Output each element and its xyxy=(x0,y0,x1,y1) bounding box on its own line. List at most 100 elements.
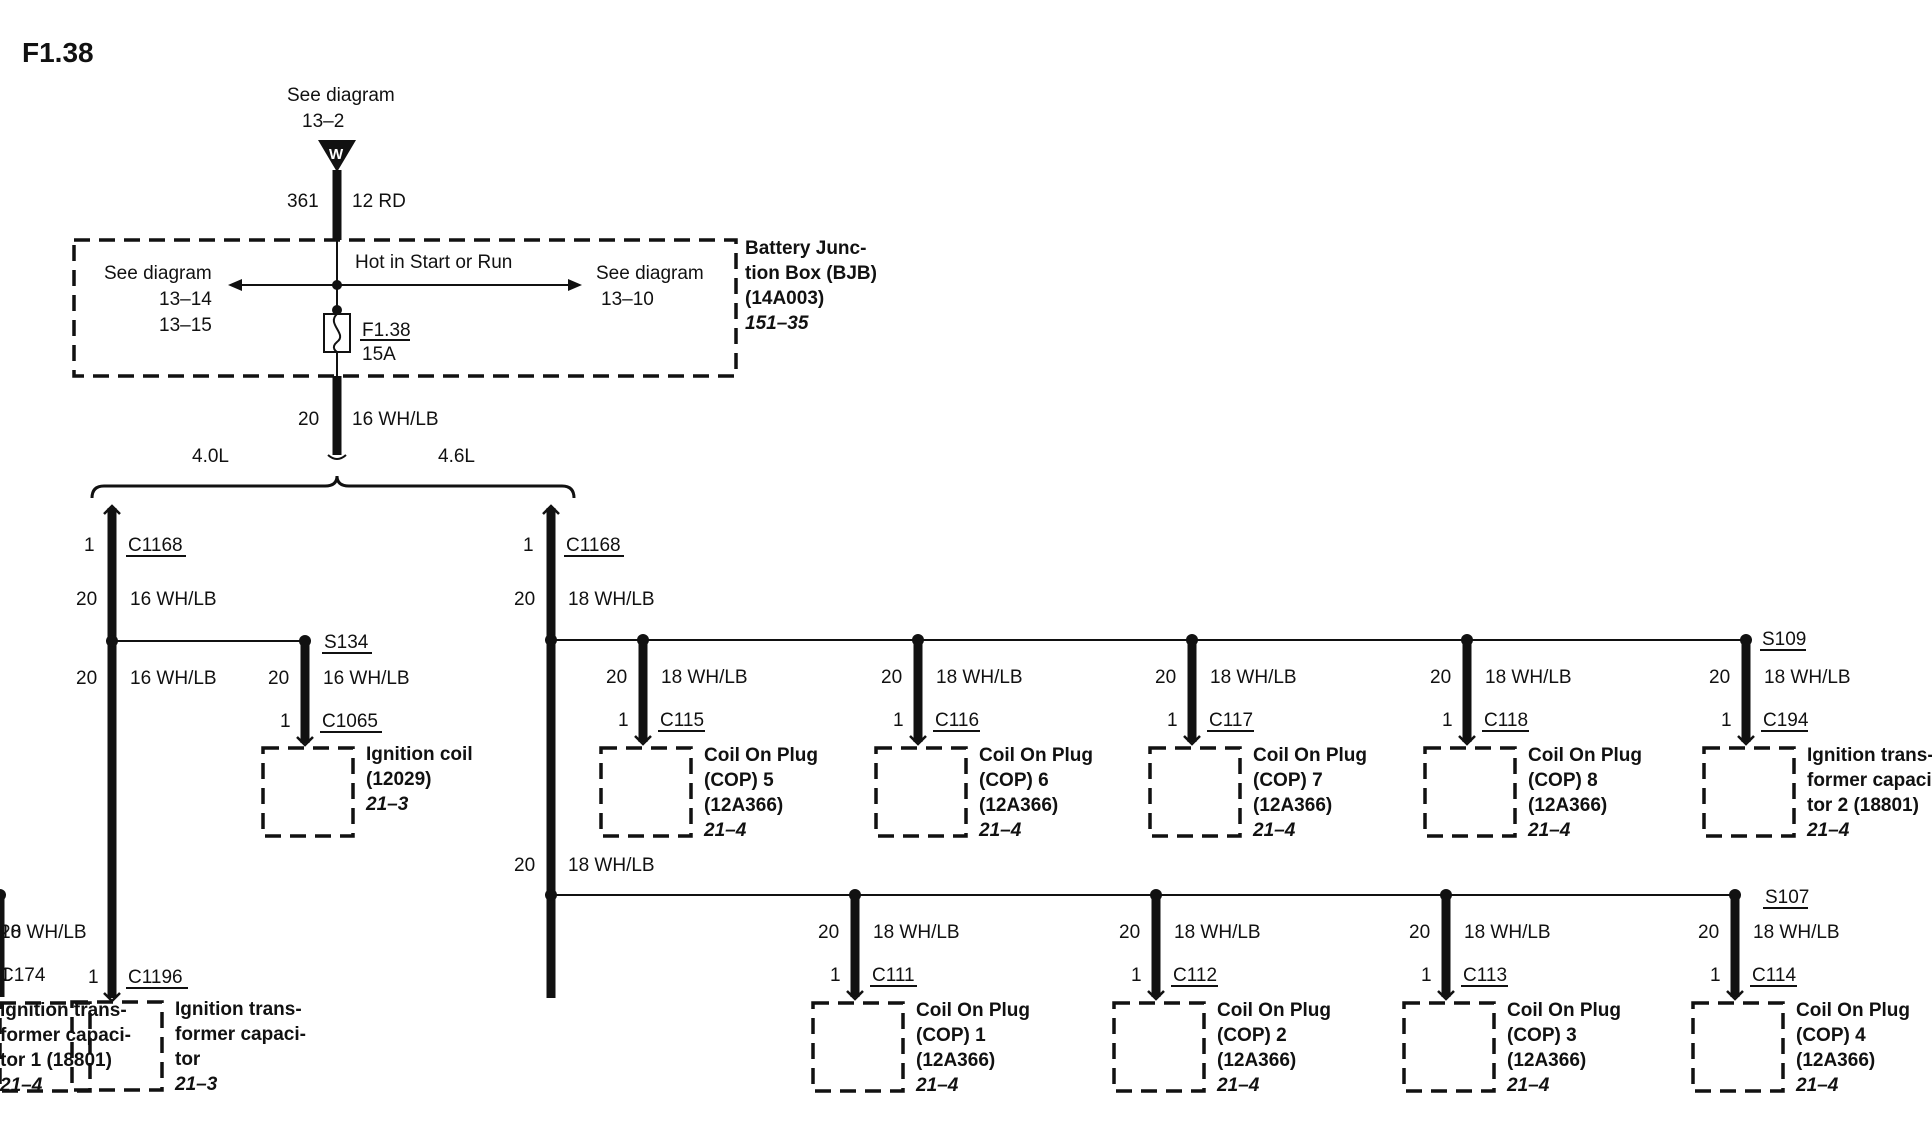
top-load-component-name: Coil On Plug xyxy=(979,745,1093,766)
bottom-load-component-name: Coil On Plug xyxy=(1217,1000,1331,1021)
top-load-pin: 1 xyxy=(893,710,904,731)
bottom-load-wire-color: 18 WH/LB xyxy=(1753,922,1840,943)
connector-arrow-icon xyxy=(1726,990,1744,1001)
left-c1168-connector: C1168 xyxy=(128,535,183,556)
bottom-load-component-name: (12A366) xyxy=(1507,1050,1586,1071)
top-load-circuit: 20 xyxy=(606,667,627,688)
bottom-load-pin: 1 xyxy=(0,965,11,986)
connector-arrow-icon xyxy=(634,735,652,746)
bottom-load-circuit: 20 xyxy=(1409,922,1430,943)
connector-arrow-icon xyxy=(1458,735,1476,746)
left-wire1-circuit: 20 xyxy=(76,589,97,610)
top-load-component-box xyxy=(874,746,968,838)
top-load-connector: C194 xyxy=(1763,710,1809,731)
capacitor-pin: 1 xyxy=(88,967,99,988)
bjb-right-ref-line2: 13–10 xyxy=(601,289,654,310)
capacitor-name-line2: former capaci- xyxy=(175,1024,306,1045)
bottom-load-component-name: Coil On Plug xyxy=(1796,1000,1910,1021)
splice-s109: S109 xyxy=(1762,629,1806,650)
bottom-load-pin: 1 xyxy=(830,965,841,986)
bottom-load-pin: 1 xyxy=(1421,965,1432,986)
power-source-letter: W xyxy=(329,146,344,163)
bjb-left-ref-line2: 13–14 xyxy=(159,289,212,310)
bottom-load-wire-color: 18 WH/LB xyxy=(1464,922,1551,943)
bottom-load-circuit: 20 xyxy=(1119,922,1140,943)
right-c1168-pin: 1 xyxy=(523,535,534,556)
top-load-component-box xyxy=(1702,746,1796,838)
top-load-component-box xyxy=(1423,746,1517,838)
top-load-component-name: (12A366) xyxy=(704,795,783,816)
left-wire2-color: 16 WH/LB xyxy=(130,668,217,689)
bottom-load-component-name: former capaci- xyxy=(0,1025,131,1046)
bottom-load-component-name: Coil On Plug xyxy=(1507,1000,1621,1021)
top-load-wire-color: 18 WH/LB xyxy=(936,667,1023,688)
bottom-load-pin: 1 xyxy=(1710,965,1721,986)
top-load-component-ref: 21–4 xyxy=(978,820,1022,841)
top-load-component-ref: 21–4 xyxy=(1806,820,1850,841)
top-load-component-name: (12A366) xyxy=(1528,795,1607,816)
fuse-rating: 15A xyxy=(362,344,396,365)
coil-ref: 21–3 xyxy=(365,794,409,815)
top-load-component-name: (COP) 7 xyxy=(1253,770,1323,791)
top-load-component-name: (COP) 8 xyxy=(1528,770,1598,791)
top-load-component-name: Coil On Plug xyxy=(1528,745,1642,766)
source-wire-color: 12 RD xyxy=(352,191,406,212)
diagram-title: F1.38 xyxy=(22,37,94,68)
bottom-load-component-name: Ignition trans- xyxy=(0,1000,127,1021)
connector-arrow-icon xyxy=(1737,735,1755,746)
coil-pin: 1 xyxy=(280,711,291,732)
top-load-circuit: 20 xyxy=(881,667,902,688)
bottom-load-wire-color: 18 WH/LB xyxy=(0,922,87,943)
bottom-load-component-name: tor 1 (18801) xyxy=(0,1050,112,1071)
top-load-circuit: 20 xyxy=(1155,667,1176,688)
connector-arrow-icon xyxy=(1437,990,1455,1001)
engine-option-right: 4.6L xyxy=(438,446,475,467)
bottom-load-component-ref: 21–4 xyxy=(1216,1075,1260,1096)
capacitor-connector: C1196 xyxy=(128,967,183,988)
bottom-load-connector: C112 xyxy=(1173,965,1217,986)
splice-s107: S107 xyxy=(1765,887,1809,908)
coil-circuit: 20 xyxy=(268,668,289,689)
arrow-right-icon xyxy=(568,279,582,291)
top-load-pin: 1 xyxy=(1721,710,1732,731)
bottom-load-pin: 1 xyxy=(1131,965,1142,986)
power-source-symbol xyxy=(318,140,356,172)
bottom-load-component-box xyxy=(1691,1001,1785,1093)
bjb-right-ref-line1: See diagram xyxy=(596,263,704,284)
top-load-connector: C115 xyxy=(660,710,704,731)
coil-name-line1: Ignition coil xyxy=(366,744,473,765)
top-load-wire-color: 18 WH/LB xyxy=(1210,667,1297,688)
top-load-component-name: (12A366) xyxy=(979,795,1058,816)
bottom-load-connector: C114 xyxy=(1752,965,1796,986)
bottom-load-component-name: (COP) 3 xyxy=(1507,1025,1577,1046)
bjb-name-line2: tion Box (BJB) xyxy=(745,263,877,284)
top-load-connector: C117 xyxy=(1209,710,1253,731)
splice-s134: S134 xyxy=(324,632,369,653)
top-load-component-name: Coil On Plug xyxy=(704,745,818,766)
top-load-connector: C116 xyxy=(935,710,979,731)
bottom-load-wire-color: 18 WH/LB xyxy=(1174,922,1261,943)
bottom-load-circuit: 20 xyxy=(818,922,839,943)
top-load-component-name: Ignition trans- xyxy=(1807,745,1932,766)
source-circuit-number: 361 xyxy=(287,191,319,212)
bottom-load-component-name: (12A366) xyxy=(916,1050,995,1071)
left-wire2-circuit: 20 xyxy=(76,668,97,689)
top-load-component-ref: 21–4 xyxy=(1252,820,1296,841)
top-load-circuit: 20 xyxy=(1430,667,1451,688)
top-load-component-name: (12A366) xyxy=(1253,795,1332,816)
bjb-box xyxy=(72,238,738,378)
bottom-load-component-name: (COP) 4 xyxy=(1796,1025,1866,1046)
bottom-load-component-name: Coil On Plug xyxy=(916,1000,1030,1021)
connector-arrow-icon xyxy=(1183,735,1201,746)
top-load-wire-color: 18 WH/LB xyxy=(1485,667,1572,688)
right-c1168-connector: C1168 xyxy=(566,535,621,556)
bottom-load-component-box xyxy=(1112,1001,1206,1093)
main-wire-color: 16 WH/LB xyxy=(352,409,439,430)
top-load-pin: 1 xyxy=(1442,710,1453,731)
fuse-icon xyxy=(323,313,351,353)
bottom-load-circuit: 20 xyxy=(1698,922,1719,943)
coil-wire-color: 16 WH/LB xyxy=(323,668,410,689)
top-load-component-name: former capaci- xyxy=(1807,770,1932,791)
